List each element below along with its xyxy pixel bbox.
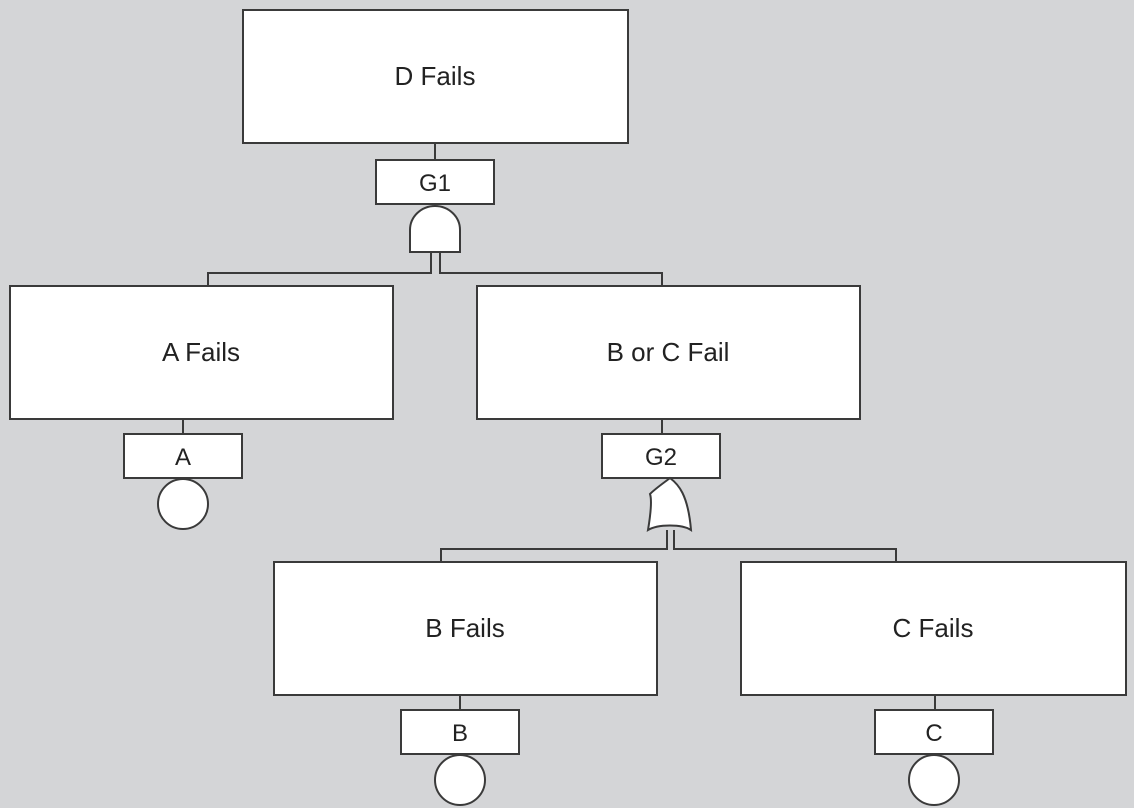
connector-g2-b bbox=[440, 530, 668, 562]
gate-label-g2: G2 bbox=[645, 444, 677, 471]
or-gate-icon bbox=[646, 476, 693, 532]
event-box-d-fails bbox=[242, 9, 629, 144]
event-box-b-or-c-fail bbox=[476, 285, 861, 420]
event-a-fails: A Fails bbox=[9, 285, 394, 420]
basic-event-c: C bbox=[874, 709, 994, 806]
basic-event-a: A bbox=[123, 433, 243, 530]
event-label-c-fails: C Fails bbox=[893, 613, 974, 643]
gate-g2: G2 bbox=[601, 433, 721, 532]
basic-event-b: B bbox=[400, 709, 520, 806]
connector-g1-a bbox=[207, 252, 432, 286]
event-b-or-c-fail: B or C Fail bbox=[476, 285, 861, 420]
basic-label-a: A bbox=[175, 444, 191, 471]
event-c-fails: C Fails bbox=[740, 561, 1127, 696]
connector-g2-c bbox=[673, 530, 897, 562]
event-label-b-fails: B Fails bbox=[425, 613, 504, 643]
basic-box-b bbox=[400, 709, 520, 755]
gate-box-g2 bbox=[601, 433, 721, 479]
gate-box-g1 bbox=[375, 159, 495, 205]
event-label-b-or-c-fail: B or C Fail bbox=[607, 337, 730, 367]
event-label-d-fails: D Fails bbox=[395, 61, 476, 91]
gate-g1: G1 bbox=[375, 159, 495, 253]
basic-event-circle-icon bbox=[434, 754, 486, 806]
event-box-b-fails bbox=[273, 561, 658, 696]
top-event: D Fails bbox=[242, 9, 629, 144]
gate-label-g1: G1 bbox=[419, 170, 451, 197]
connector-g1-bc bbox=[439, 252, 663, 286]
event-b-fails: B Fails bbox=[273, 561, 658, 696]
basic-event-circle-icon bbox=[157, 478, 209, 530]
connectors bbox=[182, 143, 936, 710]
event-box-c-fails bbox=[740, 561, 1127, 696]
basic-label-b: B bbox=[452, 720, 468, 747]
basic-event-circle-icon bbox=[908, 754, 960, 806]
basic-label-c: C bbox=[925, 720, 942, 747]
and-gate-icon bbox=[409, 205, 461, 253]
event-label-a-fails: A Fails bbox=[162, 337, 240, 367]
event-box-a-fails bbox=[9, 285, 394, 420]
